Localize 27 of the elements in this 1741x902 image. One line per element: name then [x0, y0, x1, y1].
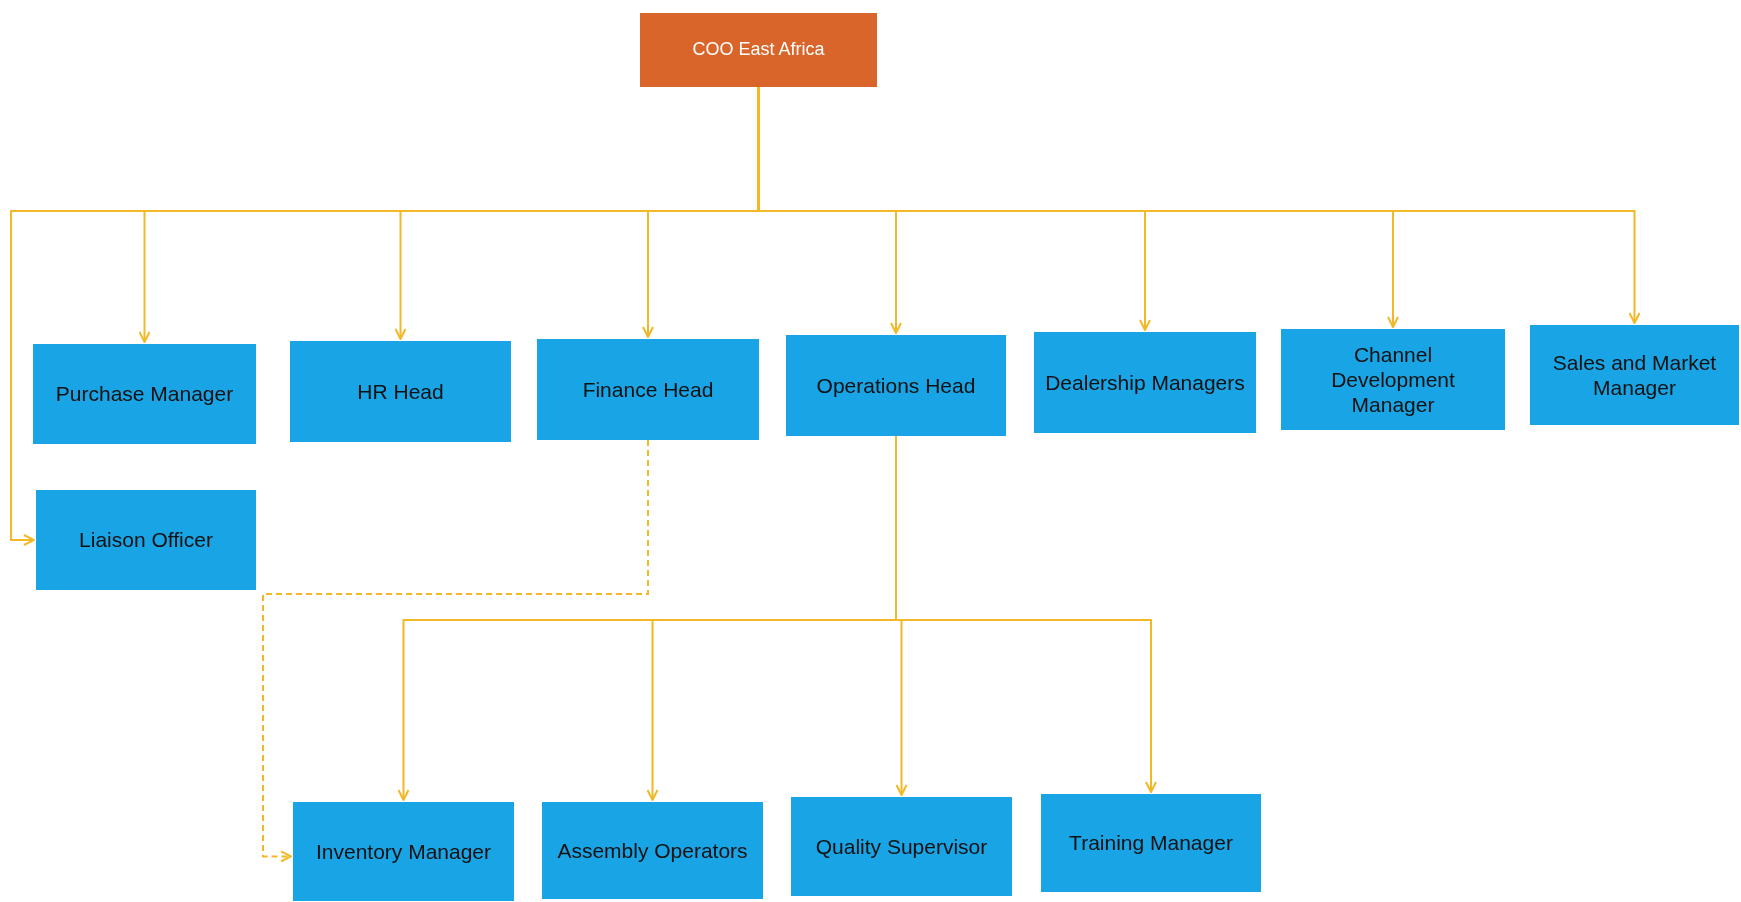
role-box	[786, 335, 1006, 436]
role-title: Channel Development Manager	[1330, 341, 1456, 418]
role-box	[791, 797, 1012, 896]
role-box	[293, 802, 514, 901]
role-title: Liaison Officer	[79, 527, 213, 553]
role-title: Inventory Manager	[315, 838, 492, 865]
role-box	[36, 490, 256, 590]
role-title: Operations Head	[816, 372, 976, 399]
role-title: Quality Supervisor	[815, 833, 988, 860]
role-title: Dealership Managers	[1045, 369, 1245, 396]
role-box	[1034, 332, 1256, 433]
role-box	[537, 339, 759, 440]
role-box	[290, 341, 511, 442]
role-title: Sales and Market Manager	[1551, 349, 1718, 401]
role-title: Training Manager	[1069, 830, 1233, 856]
role-title: Purchase Manager	[55, 381, 234, 407]
role-title: Finance Head	[582, 376, 714, 403]
role-box	[542, 802, 763, 899]
connector-arrow	[262, 439, 649, 863]
role-title: HR Head	[357, 378, 444, 405]
role-box	[33, 344, 256, 444]
role-title: COO East Africa	[692, 39, 825, 61]
role-box	[1530, 325, 1739, 425]
role-box	[1281, 329, 1505, 430]
role-title: Assembly Operators	[557, 837, 748, 864]
role-box	[1041, 794, 1261, 892]
executive-box	[640, 13, 877, 87]
